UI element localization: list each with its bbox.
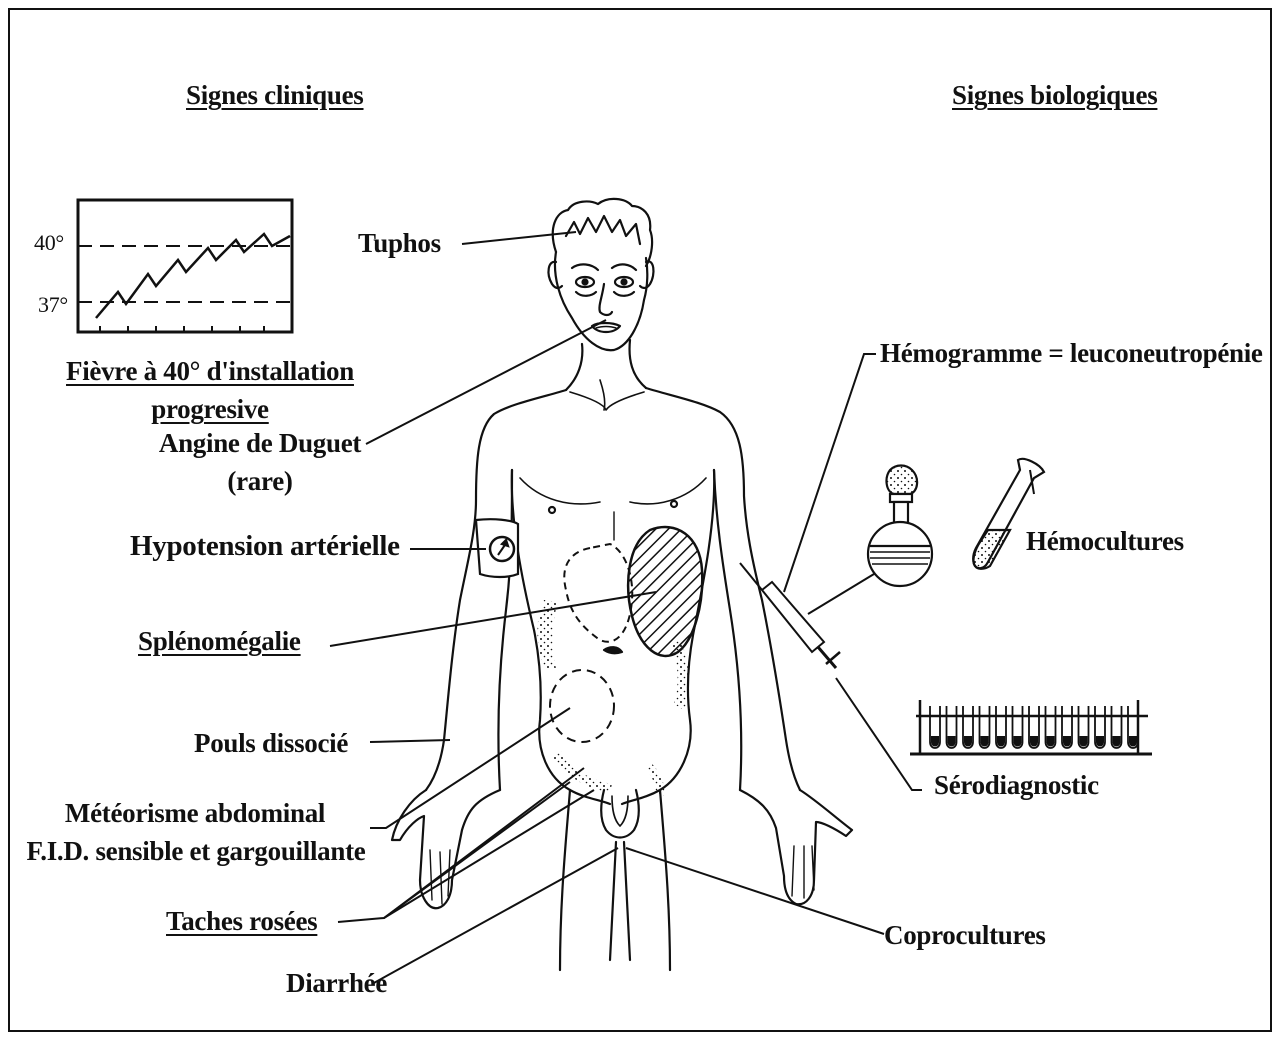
test-tube-content bbox=[1113, 736, 1121, 747]
right-pectoral bbox=[630, 478, 706, 504]
liver-outline bbox=[564, 544, 632, 642]
fever-tick-40: 40° bbox=[34, 230, 64, 255]
leader-flask bbox=[808, 574, 874, 614]
leader-tuphos bbox=[462, 232, 576, 244]
fever-chart-box bbox=[78, 200, 292, 332]
syringe bbox=[740, 563, 840, 668]
label-meteorisme-line2: F.I.D. sensible et gargouillante bbox=[16, 836, 376, 867]
spleen bbox=[628, 527, 702, 656]
right-undereye bbox=[614, 292, 634, 296]
right-brow bbox=[612, 264, 636, 270]
label-pouls: Pouls dissocié bbox=[194, 728, 348, 759]
right-nipple bbox=[671, 501, 677, 507]
leader-diarrhee bbox=[372, 848, 618, 984]
label-hemogramme: Hémogramme = leuconeutropénie bbox=[880, 338, 1263, 369]
label-hemocultures: Hémocultures bbox=[1026, 526, 1184, 557]
left-hand bbox=[392, 790, 500, 908]
label-angine-line2: (rare) bbox=[150, 466, 370, 497]
left-arm-outer bbox=[426, 390, 566, 790]
left-undereye bbox=[576, 292, 596, 296]
header-biological-signs: Signes biologiques bbox=[952, 80, 1157, 111]
test-tube-content bbox=[1047, 736, 1055, 747]
left-pectoral bbox=[520, 478, 600, 504]
fever-tick-37: 37° bbox=[38, 292, 68, 317]
test-tube-content bbox=[997, 736, 1005, 747]
label-tuphos: Tuphos bbox=[358, 228, 441, 259]
left-nipple bbox=[549, 507, 555, 513]
label-taches: Taches rosées bbox=[166, 906, 317, 937]
test-tube-content bbox=[1129, 736, 1137, 747]
test-tube-content bbox=[931, 736, 939, 747]
right-leg-outer bbox=[660, 790, 670, 970]
test-tube-content bbox=[1080, 736, 1088, 747]
fever-caption-line1: Fièvre à 40° d'installation bbox=[60, 356, 360, 387]
genitals bbox=[601, 790, 639, 838]
neck-left bbox=[566, 344, 582, 390]
label-splenomegalie: Splénomégalie bbox=[138, 626, 301, 657]
test-tube-content bbox=[1063, 736, 1071, 747]
neck-right bbox=[630, 340, 646, 388]
header-clinical-signs: Signes cliniques bbox=[186, 80, 364, 111]
left-arm-inner bbox=[498, 470, 512, 790]
label-serodiagnostic: Sérodiagnostic bbox=[934, 770, 1099, 801]
test-tube-content bbox=[1096, 736, 1104, 747]
patient-figure bbox=[392, 199, 852, 970]
fever-caption-line2: progresive bbox=[60, 394, 360, 425]
fid-circle bbox=[550, 670, 614, 742]
label-diarrhee: Diarrhée bbox=[286, 968, 387, 999]
leader-serodiagnostic bbox=[836, 678, 922, 790]
label-meteorisme-line1: Météorisme abdominal bbox=[30, 798, 360, 829]
right-pupil bbox=[622, 280, 627, 285]
blood-culture-flask bbox=[868, 466, 932, 587]
left-brow bbox=[572, 264, 598, 270]
leader-splenomegalie bbox=[330, 592, 656, 646]
test-tube-content bbox=[1030, 736, 1038, 747]
serodiagnostic-tubes bbox=[930, 706, 1138, 748]
right-leg-inner bbox=[624, 842, 630, 960]
left-leg-inner bbox=[610, 842, 616, 960]
nose bbox=[599, 284, 612, 315]
left-pupil bbox=[583, 280, 588, 285]
test-tube-content bbox=[948, 736, 956, 747]
leader-pouls bbox=[370, 740, 450, 742]
label-coprocultures: Coprocultures bbox=[884, 920, 1046, 951]
label-hypotension: Hypotension artérielle bbox=[130, 530, 400, 563]
right-hand bbox=[740, 790, 852, 904]
test-tube-content bbox=[964, 736, 972, 747]
leader-coprocultures bbox=[626, 848, 884, 934]
clavicles bbox=[570, 392, 644, 410]
navel bbox=[604, 647, 622, 653]
test-tube-content bbox=[981, 736, 989, 747]
label-angine-line1: Angine de Duguet bbox=[150, 428, 370, 459]
hair-fringe bbox=[566, 216, 640, 244]
right-arm-inner bbox=[714, 470, 741, 790]
fever-chart bbox=[78, 200, 292, 332]
leader-hemogramme bbox=[784, 354, 876, 592]
test-tube-content bbox=[1014, 736, 1022, 747]
